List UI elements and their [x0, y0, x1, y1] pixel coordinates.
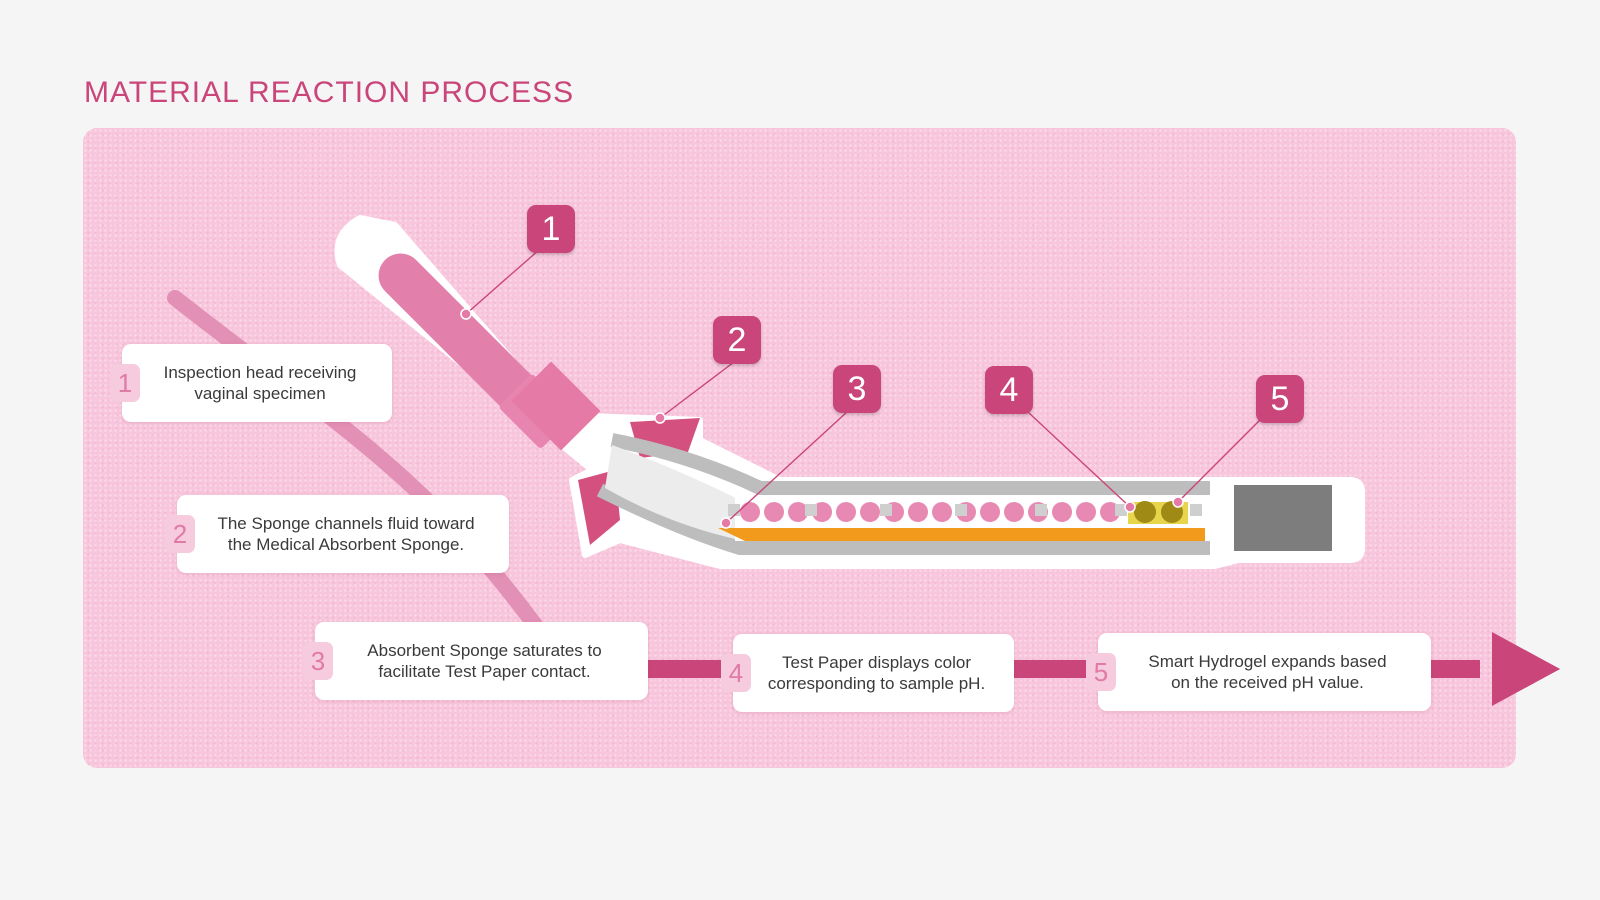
marker-1: 1	[527, 205, 575, 253]
step-number: 1	[110, 364, 140, 402]
marker-4: 4	[985, 366, 1033, 414]
step-number: 3	[303, 642, 333, 680]
step-card-4: 4 Test Paper displays color correspondin…	[721, 634, 1014, 712]
step-card-2: 2 The Sponge channels fluid toward the M…	[165, 495, 509, 573]
marker-2: 2	[713, 316, 761, 364]
page-title: MATERIAL REACTION PROCESS	[84, 76, 575, 109]
marker-3: 3	[833, 365, 881, 413]
step-card-1: 1 Inspection head receiving vaginal spec…	[110, 344, 392, 422]
step-number: 5	[1086, 653, 1116, 691]
step-number: 2	[165, 515, 195, 553]
step-card-5: 5 Smart Hydrogel expands based on the re…	[1086, 633, 1431, 711]
step-text: Smart Hydrogel expands based on the rece…	[1148, 652, 1387, 692]
step-number: 4	[721, 654, 751, 692]
step-text: Test Paper displays color corresponding …	[767, 653, 986, 693]
step-text: The Sponge channels fluid toward the Med…	[217, 514, 475, 554]
step-card-3: 3 Absorbent Sponge saturates to facilita…	[303, 622, 648, 700]
marker-5: 5	[1256, 375, 1304, 423]
step-text: Absorbent Sponge saturates to facilitate…	[367, 641, 602, 681]
step-text: Inspection head receiving vaginal specim…	[163, 363, 357, 403]
